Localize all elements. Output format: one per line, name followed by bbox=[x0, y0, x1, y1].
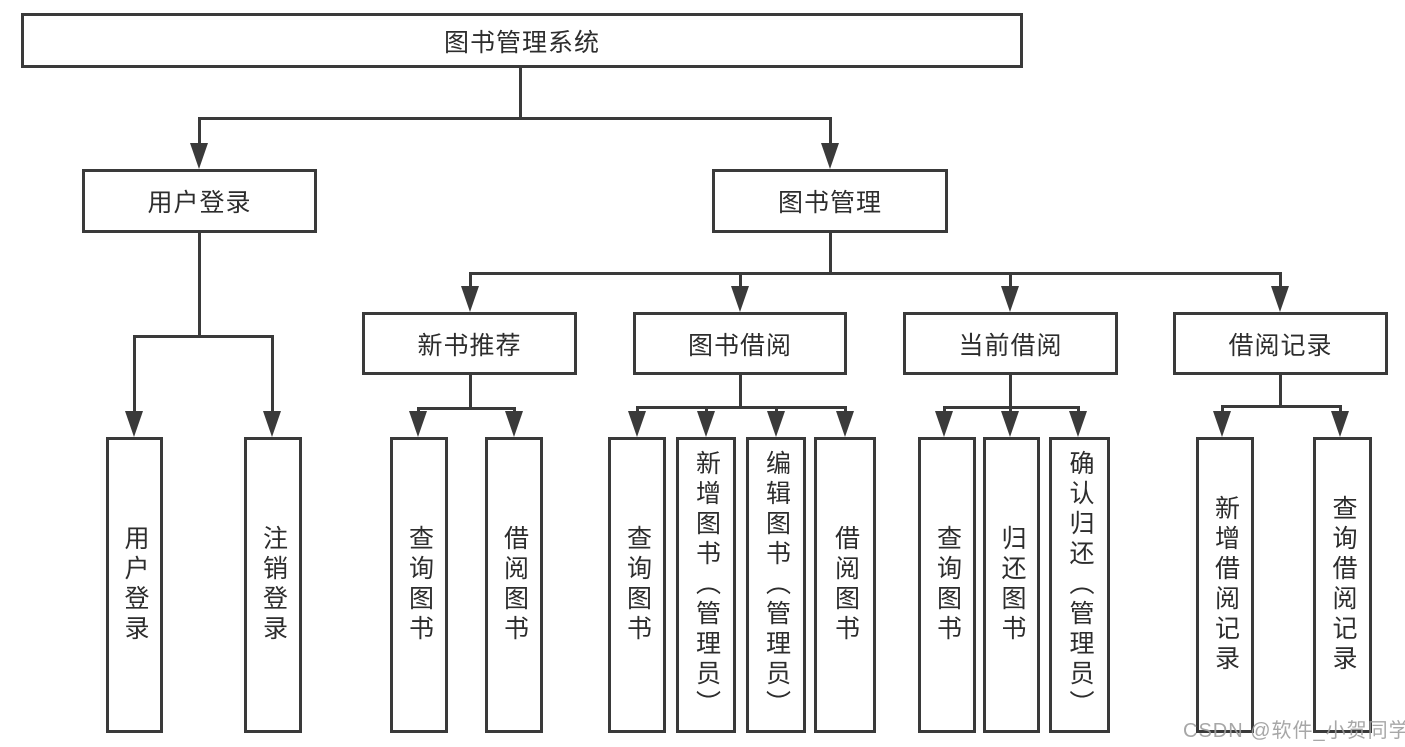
node-label: 借阅记录 bbox=[1228, 331, 1333, 360]
node-add-borrow-record: 新增借阅记录 bbox=[1196, 437, 1254, 733]
node-label: 图书管理系统 bbox=[443, 28, 600, 57]
connector-line bbox=[417, 407, 516, 410]
arrow-down-icon bbox=[409, 411, 427, 437]
node-query-borrow-record: 查询借阅记录 bbox=[1313, 437, 1372, 733]
connector-line bbox=[739, 375, 742, 406]
node-library-management-system: 图书管理系统 bbox=[21, 13, 1023, 68]
node-user-login: 用户登录 bbox=[82, 169, 317, 233]
node-book-borrowing: 图书借阅 bbox=[633, 312, 847, 375]
connector-line bbox=[739, 272, 742, 288]
connector-line bbox=[705, 406, 708, 414]
node-new-book-recommend: 新书推荐 bbox=[362, 312, 577, 375]
node-return-books: 归还图书 bbox=[983, 437, 1040, 733]
connector-line bbox=[198, 233, 201, 335]
connector-line bbox=[469, 272, 472, 288]
arrow-down-icon bbox=[628, 411, 646, 437]
connector-line bbox=[133, 335, 136, 413]
node-label: 新增借阅记录 bbox=[1211, 495, 1240, 675]
arrow-down-icon bbox=[1331, 411, 1349, 437]
node-label: 编辑图书（管理员） bbox=[762, 450, 791, 720]
node-label: 图书管理 bbox=[777, 189, 882, 217]
node-label: 用户登录 bbox=[147, 189, 252, 217]
node-query-books-current: 查询图书 bbox=[918, 437, 976, 733]
connector-line bbox=[1221, 405, 1341, 408]
connector-line bbox=[1339, 405, 1342, 413]
arrow-down-icon bbox=[731, 286, 749, 312]
connector-line bbox=[775, 406, 778, 414]
arrow-down-icon bbox=[505, 411, 523, 437]
connector-line bbox=[271, 335, 274, 413]
node-borrow-books-recommend: 借阅图书 bbox=[485, 437, 543, 733]
node-label: 归还图书 bbox=[998, 525, 1026, 645]
node-confirm-return-admin: 确认归还（管理员） bbox=[1049, 437, 1110, 733]
arrow-down-icon bbox=[1069, 411, 1087, 437]
arrow-down-icon bbox=[836, 411, 854, 437]
connector-line bbox=[636, 406, 847, 409]
connector-line bbox=[829, 117, 832, 145]
arrow-down-icon bbox=[767, 411, 785, 437]
connector-line bbox=[469, 272, 1281, 275]
connector-line bbox=[1009, 272, 1012, 288]
connector-line bbox=[1221, 405, 1224, 413]
connector-line bbox=[133, 335, 274, 338]
node-current-borrowing: 当前借阅 bbox=[903, 312, 1118, 375]
node-add-book-admin: 新增图书（管理员） bbox=[676, 437, 736, 733]
connector-line bbox=[469, 375, 472, 407]
connector-line bbox=[1279, 272, 1282, 288]
node-label: 用户登录 bbox=[121, 525, 149, 645]
node-label: 注销登录 bbox=[259, 525, 288, 645]
arrow-down-icon bbox=[1001, 286, 1019, 312]
arrow-down-icon bbox=[1001, 411, 1019, 437]
arrow-down-icon bbox=[935, 411, 953, 437]
node-label: 查询图书 bbox=[623, 525, 652, 645]
node-label: 确认归还（管理员） bbox=[1066, 450, 1094, 720]
connector-line bbox=[829, 233, 832, 272]
node-label: 查询借阅记录 bbox=[1329, 495, 1357, 675]
csdn-watermark: CSDN @软件_小贺同学 bbox=[1183, 720, 1405, 742]
node-label: 借阅图书 bbox=[500, 525, 529, 645]
connector-line bbox=[198, 117, 832, 120]
connector-line bbox=[1009, 375, 1012, 406]
node-edit-book-admin: 编辑图书（管理员） bbox=[746, 437, 806, 733]
arrow-down-icon bbox=[461, 286, 479, 312]
connector-line bbox=[1077, 406, 1080, 414]
node-query-books-borrowing: 查询图书 bbox=[608, 437, 666, 733]
connector-line bbox=[1009, 406, 1012, 414]
node-label: 查询图书 bbox=[933, 525, 962, 645]
node-label: 借阅图书 bbox=[831, 525, 860, 645]
arrow-down-icon bbox=[263, 411, 281, 437]
connector-line bbox=[844, 406, 847, 414]
node-label: 新书推荐 bbox=[417, 331, 522, 360]
node-borrowing-records: 借阅记录 bbox=[1173, 312, 1388, 375]
node-label: 新增图书（管理员） bbox=[692, 450, 721, 720]
arrow-down-icon bbox=[1213, 411, 1231, 437]
arrow-down-icon bbox=[821, 143, 839, 169]
connector-line bbox=[519, 68, 522, 117]
connector-line bbox=[1279, 375, 1282, 405]
arrow-down-icon bbox=[125, 411, 143, 437]
node-label: 图书借阅 bbox=[687, 331, 792, 360]
arrow-down-icon bbox=[1271, 286, 1289, 312]
node-user-login-action: 用户登录 bbox=[106, 437, 163, 733]
arrow-down-icon bbox=[697, 411, 715, 437]
node-book-management: 图书管理 bbox=[712, 169, 948, 233]
node-label: 当前借阅 bbox=[958, 331, 1063, 360]
node-borrow-books-borrowing: 借阅图书 bbox=[814, 437, 876, 733]
connector-line bbox=[636, 406, 639, 414]
node-logout-action: 注销登录 bbox=[244, 437, 302, 733]
connector-line bbox=[198, 117, 201, 145]
node-label: 查询图书 bbox=[405, 525, 434, 645]
arrow-down-icon bbox=[190, 143, 208, 169]
node-query-books-recommend: 查询图书 bbox=[390, 437, 448, 733]
connector-line bbox=[943, 406, 946, 414]
